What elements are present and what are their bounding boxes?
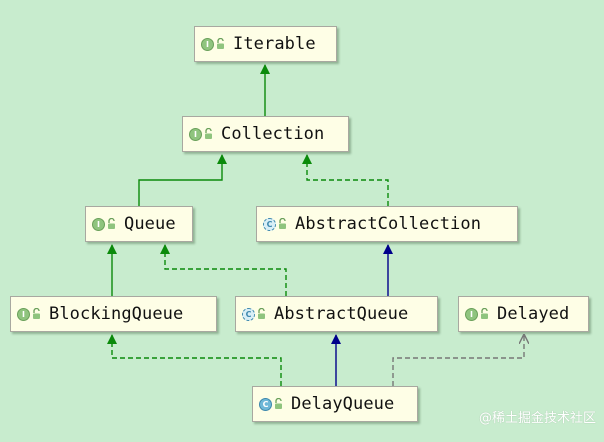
abstract-class-icon: C (263, 217, 276, 231)
interface-icon: I (189, 127, 202, 141)
interface-icon: I (201, 37, 214, 51)
interface-icon: I (17, 307, 30, 321)
node-label: AbstractCollection (295, 214, 482, 234)
unlocked-icon (217, 38, 224, 49)
node-collection[interactable]: I Collection (182, 116, 349, 152)
abstract-class-icon: C (242, 307, 255, 321)
unlocked-icon (33, 308, 40, 319)
class-icon: C (259, 397, 272, 411)
edge-delay-queue-to-delayed (392, 335, 524, 386)
node-blocking-queue[interactable]: I BlockingQueue (10, 296, 217, 332)
edge-queue-to-collection (138, 154, 227, 206)
node-label: BlockingQueue (49, 304, 184, 324)
edge-delay-queue-to-blocking-queue (107, 334, 282, 386)
unlocked-icon (279, 218, 286, 229)
node-abstract-collection[interactable]: C AbstractCollection (256, 206, 518, 242)
edge-abstract-queue-to-queue (160, 244, 287, 296)
node-iterable[interactable]: I Iterable (194, 26, 337, 62)
unlocked-icon (108, 218, 115, 229)
interface-icon: I (465, 307, 478, 321)
node-label: Delayed (497, 304, 570, 324)
interface-icon: I (92, 217, 105, 231)
node-abstract-queue[interactable]: C AbstractQueue (235, 296, 438, 332)
node-delayed[interactable]: I Delayed (458, 296, 589, 332)
unlocked-icon (258, 308, 265, 319)
unlocked-icon (275, 398, 282, 409)
node-label: Iterable (233, 34, 316, 54)
node-delay-queue[interactable]: C DelayQueue (252, 386, 418, 422)
node-label: Queue (124, 214, 176, 234)
node-queue[interactable]: I Queue (85, 206, 193, 242)
unlocked-icon (205, 128, 212, 139)
edge-abstract-collection-to-collection (302, 154, 389, 206)
watermark: @稀土掘金技术社区 (478, 411, 596, 426)
unlocked-icon (481, 308, 488, 319)
node-label: AbstractQueue (274, 304, 409, 324)
node-label: DelayQueue (291, 394, 395, 414)
node-label: Collection (221, 124, 325, 144)
